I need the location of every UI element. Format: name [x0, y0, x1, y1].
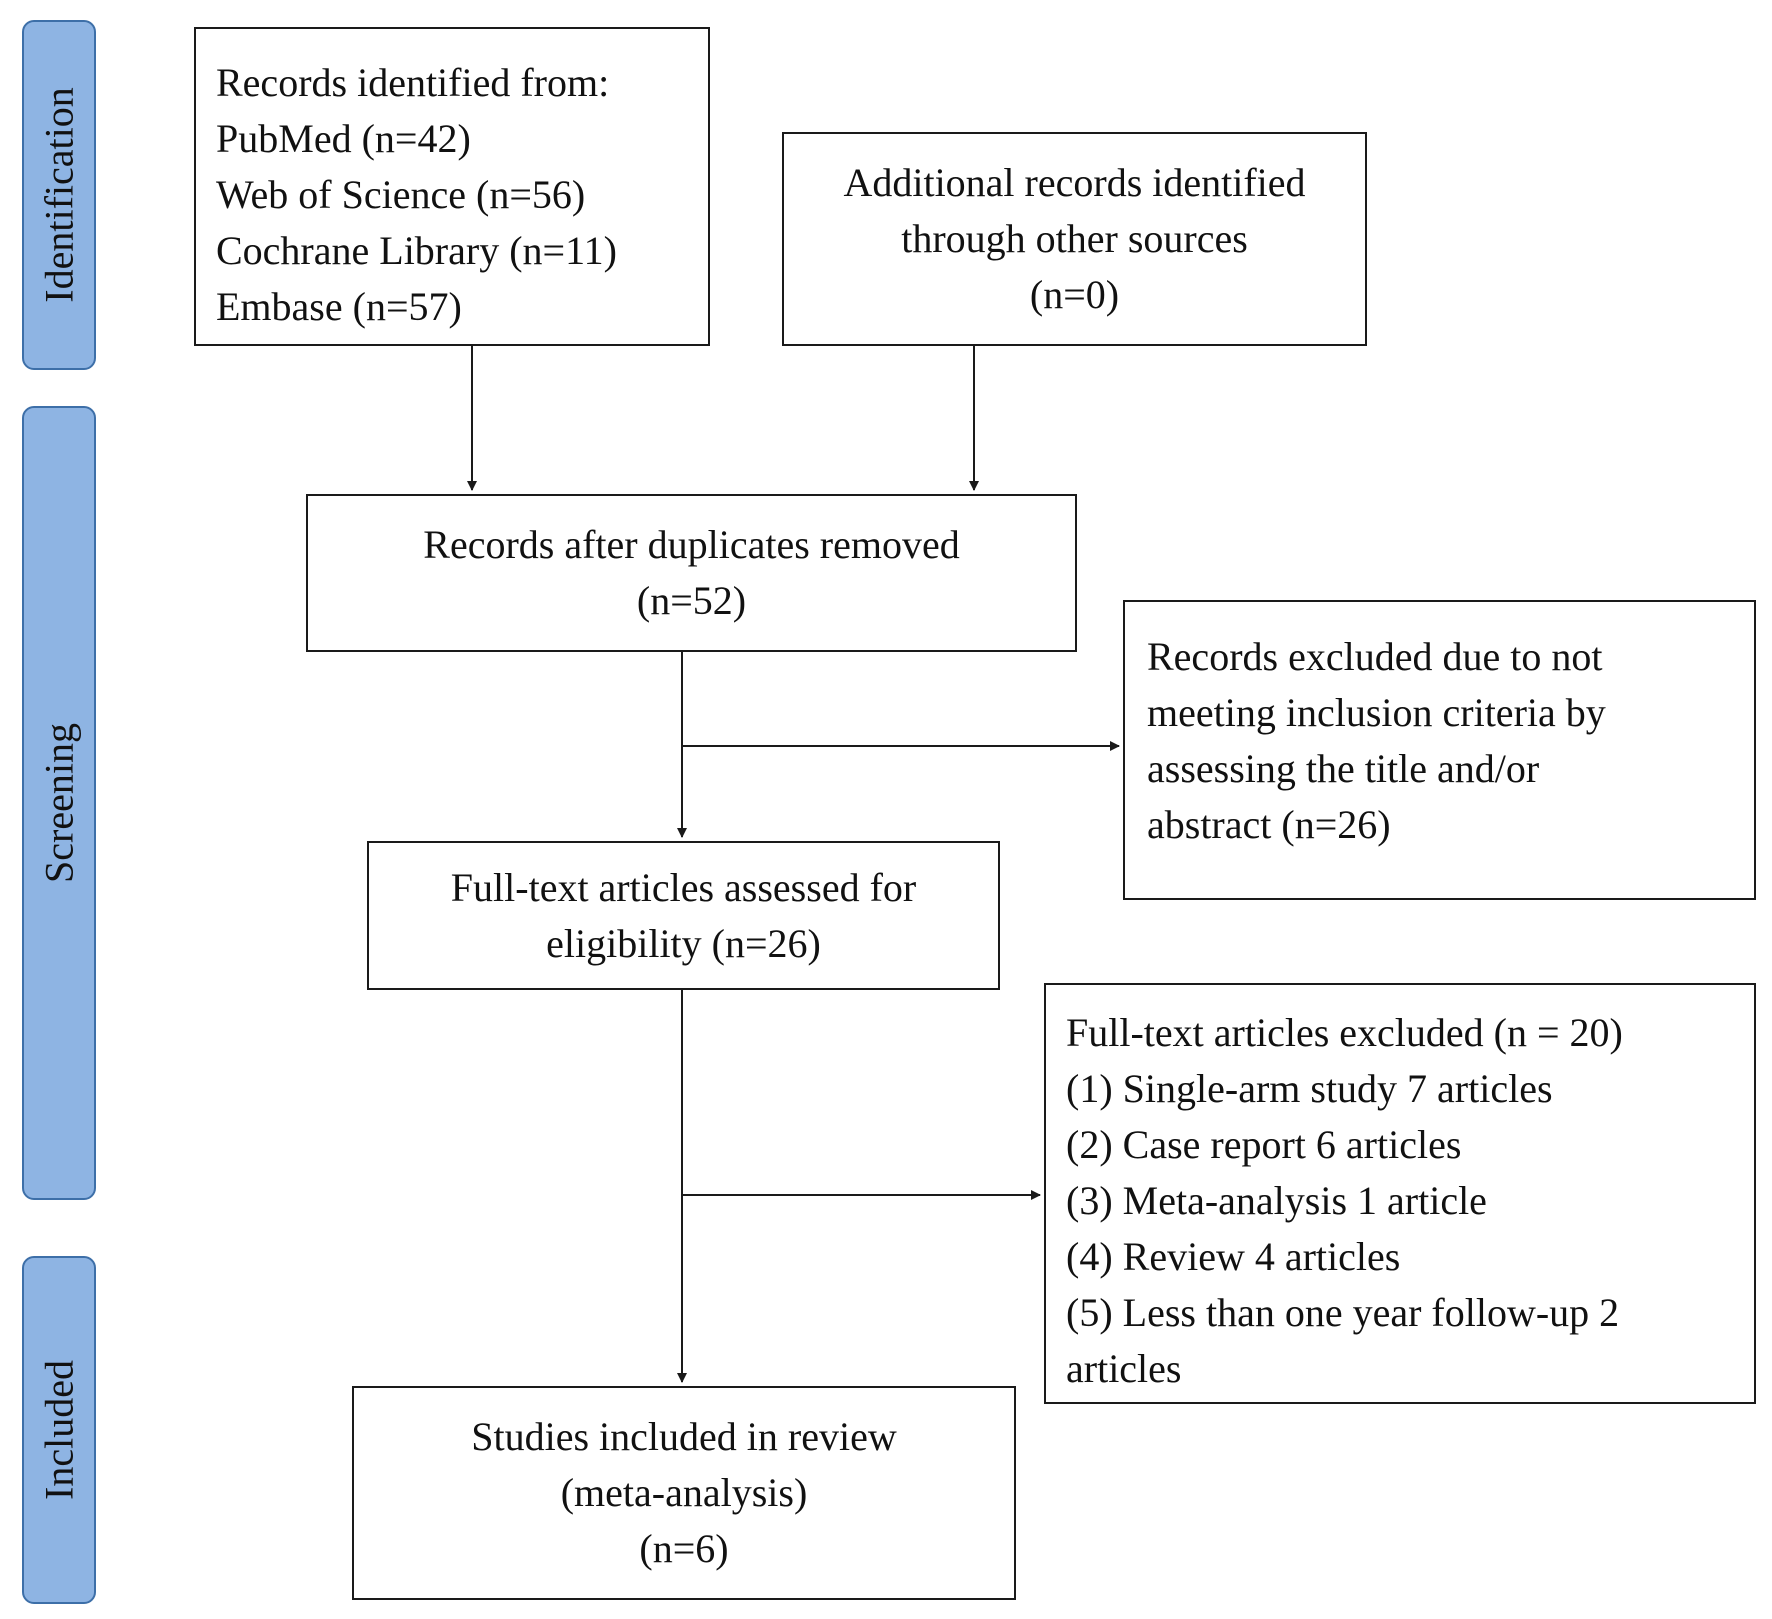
- embase-count: Embase (n=57): [216, 284, 462, 329]
- excluded-title-line-2: meeting inclusion criteria by: [1147, 690, 1606, 735]
- cochrane-count: Cochrane Library (n=11): [216, 228, 617, 273]
- box-additional-records: Additional records identified through ot…: [782, 132, 1367, 346]
- studies-included-line-1: Studies included in review: [471, 1414, 897, 1459]
- box-full-text-assessed: Full-text articles assessed for eligibil…: [367, 841, 1000, 990]
- box-records-identified: Records identified from: PubMed (n=42) W…: [194, 27, 710, 346]
- excluded-title-line-3: assessing the title and/or: [1147, 746, 1540, 791]
- studies-included-count: (n=6): [639, 1526, 729, 1571]
- additional-records-count: (n=0): [1029, 272, 1120, 317]
- after-duplicates-label: Records after duplicates removed: [423, 522, 960, 567]
- box-records-after-duplicates: Records after duplicates removed (n=52): [306, 494, 1077, 652]
- excluded-title-line-4: abstract (n=26): [1147, 802, 1391, 847]
- box-records-excluded: Records excluded due to not meeting incl…: [1123, 600, 1756, 900]
- exclusion-reason-2: (2) Case report 6 articles: [1066, 1122, 1462, 1167]
- studies-included-line-2: (meta-analysis): [560, 1470, 808, 1515]
- excluded-title-line-1: Records excluded due to not: [1147, 634, 1603, 679]
- full-text-assessed-line-2: eligibility (n=26): [546, 920, 821, 966]
- pubmed-count: PubMed (n=42): [216, 116, 471, 161]
- stage-screening: Screening: [22, 406, 96, 1200]
- exclusion-reason-5-cont: articles: [1066, 1346, 1182, 1391]
- box-studies-included: Studies included in review (meta-analysi…: [352, 1386, 1016, 1600]
- box-full-text-excluded: Full-text articles excluded (n = 20) (1)…: [1044, 983, 1756, 1404]
- additional-records-line-2: through other sources: [901, 216, 1248, 261]
- full-text-assessed-line-1: Full-text articles assessed for: [450, 864, 917, 910]
- additional-records-line-1: Additional records identified: [843, 160, 1306, 205]
- exclusion-reason-4: (4) Review 4 articles: [1066, 1234, 1401, 1279]
- after-duplicates-count: (n=52): [636, 578, 747, 623]
- records-identified-heading: Records identified from:: [216, 60, 610, 105]
- full-text-excluded-heading: Full-text articles excluded (n = 20): [1066, 1010, 1623, 1055]
- exclusion-reason-5: (5) Less than one year follow-up 2: [1066, 1290, 1620, 1335]
- stage-included: Included: [22, 1256, 96, 1604]
- web-of-science-count: Web of Science (n=56): [216, 172, 586, 217]
- exclusion-reason-1: (1) Single-arm study 7 articles: [1066, 1066, 1553, 1111]
- exclusion-reason-3: (3) Meta-analysis 1 article: [1066, 1178, 1487, 1223]
- stage-identification: Identification: [22, 20, 96, 370]
